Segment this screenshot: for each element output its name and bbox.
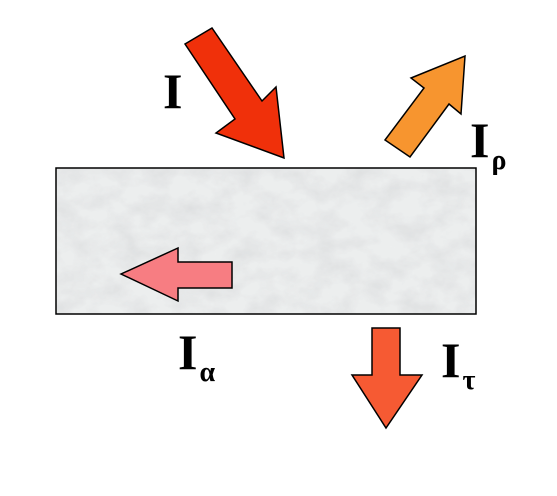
transmitted-label-main: I — [441, 332, 461, 388]
absorbed-label: Iα — [178, 324, 215, 387]
incident-arrow-shape — [183, 26, 285, 160]
reflected-label-main: I — [470, 112, 490, 168]
transmitted-arrow — [350, 327, 424, 430]
absorbed-arrow — [119, 246, 233, 303]
reflected-label-subscript: ρ — [491, 145, 507, 176]
incident-label-main: I — [163, 63, 183, 119]
reflected-label: Iρ — [470, 112, 506, 175]
absorbed-label-subscript: α — [199, 357, 216, 388]
incident-label: I — [163, 66, 182, 116]
transmitted-label-subscript: τ — [462, 365, 476, 396]
slab-border — [55, 167, 477, 315]
material-slab — [55, 167, 477, 315]
reflected-arrow — [383, 54, 466, 159]
transmitted-label: Iτ — [441, 332, 475, 395]
slab-texture — [56, 168, 476, 314]
absorbed-label-main: I — [178, 324, 198, 380]
